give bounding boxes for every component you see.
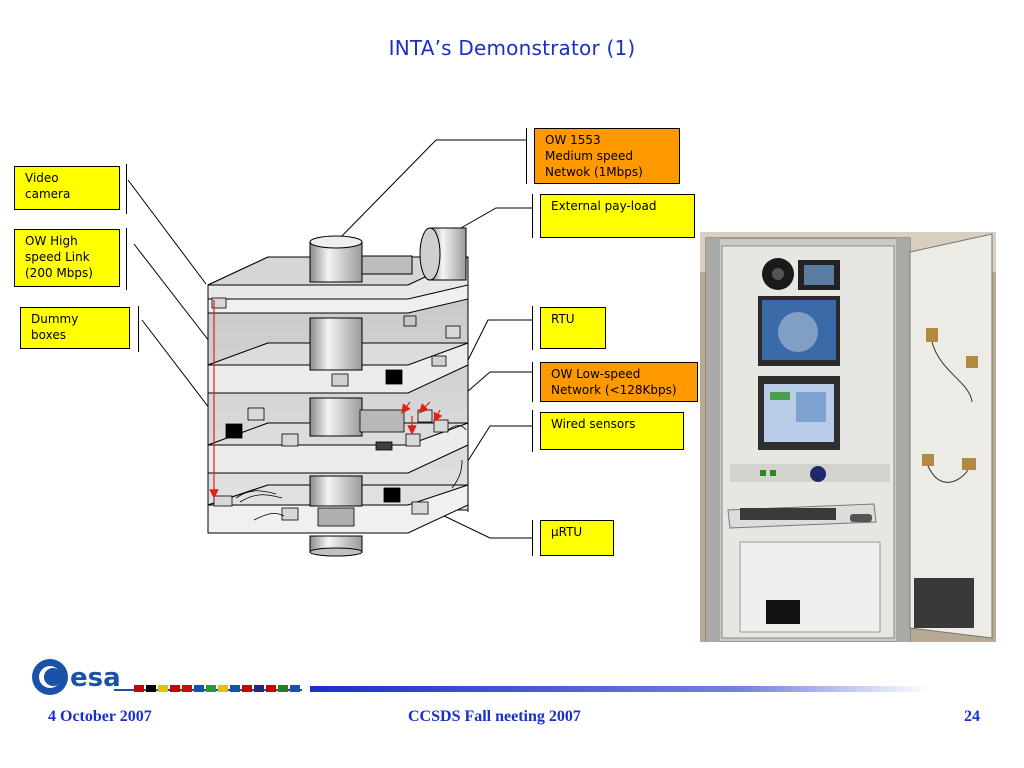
callout-ow-1553: OW 1553 Medium speed Netwok (1Mbps) [534, 128, 680, 184]
callout-rtu: RTU [540, 307, 606, 349]
footer-event: CCSDS Fall neeting 2007 [408, 708, 581, 725]
callout-bracket [532, 362, 533, 402]
external-payload-drum [361, 227, 467, 281]
callout-bracket [532, 306, 533, 350]
sensor-wires [235, 425, 467, 521]
slide-title: INTA’s Demonstrator (1) [388, 36, 636, 60]
callout-external-payload: External pay-load [540, 194, 695, 238]
callout-micro-rtu: µRTU [540, 520, 614, 556]
esa-logo: esa [32, 659, 930, 695]
callout-wired-sensors: Wired sensors [540, 412, 684, 450]
callout-bracket [126, 164, 127, 214]
callout-bracket [126, 228, 127, 290]
callout-video-camera: Video camera [14, 166, 120, 210]
central-cylinder [309, 235, 363, 557]
demonstrator-rack-photo [700, 232, 996, 642]
esa-logo-text: esa [70, 663, 121, 693]
footer-page-number: 24 [964, 708, 980, 725]
member-state-flags-icon [134, 685, 300, 692]
signal-arrows [209, 300, 443, 499]
footer-date: 4 October 2007 [48, 708, 152, 725]
callout-dummy-boxes: Dummy boxes [20, 307, 130, 349]
callout-bracket [532, 520, 533, 556]
callout-bracket [532, 194, 533, 238]
callout-ow-high-speed-link: OW High speed Link (200 Mbps) [14, 229, 120, 287]
callout-bracket [532, 410, 533, 452]
callout-ow-low-speed: OW Low-speed Network (<128Kbps) [540, 362, 698, 402]
callout-bracket [138, 306, 139, 352]
callout-bracket [526, 128, 527, 184]
